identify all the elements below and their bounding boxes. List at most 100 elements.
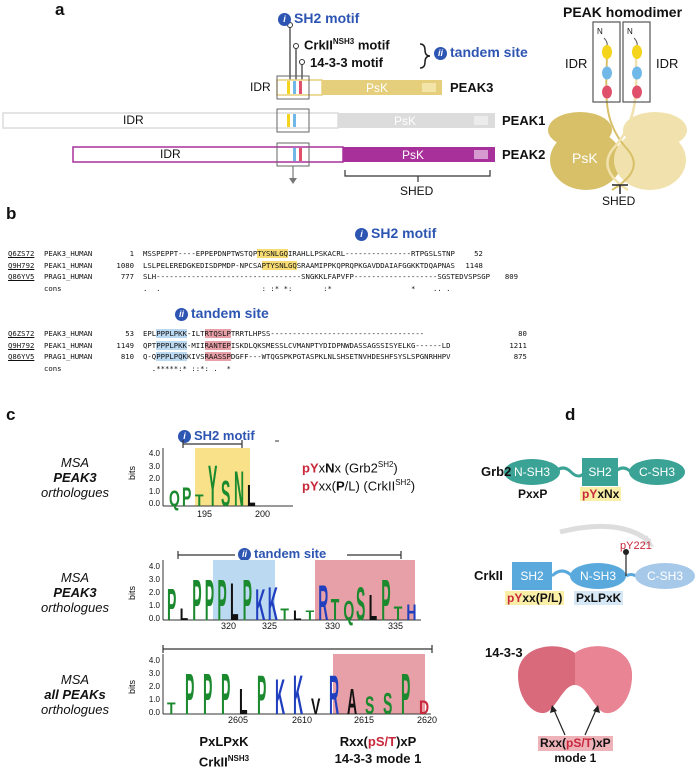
1433-motif-label: 14-3-3 motif	[310, 55, 383, 70]
homodimer-shed-label: SHED	[602, 194, 636, 208]
homodimer-psk-label: PsK	[572, 150, 598, 166]
logo3-xtick: 2610	[292, 715, 313, 725]
logo1-ylabel: bits	[127, 465, 137, 480]
info-icon: ii	[238, 548, 251, 561]
logo-letter: K	[268, 578, 278, 631]
crkii-nsh3-domain: N-SH3	[579, 569, 616, 583]
logo-letter: T	[280, 606, 289, 624]
logo-letter: Q	[343, 595, 354, 627]
logo2-ylabel: bits	[127, 585, 137, 600]
alignment-cons-row: cons. . : :* *: :* * .. .	[44, 283, 451, 293]
info-icon: i	[278, 13, 291, 26]
panel-label-d: d	[565, 405, 576, 424]
logo-letter: P	[381, 568, 390, 634]
logo3-bracket	[162, 645, 433, 653]
logo1-xtick: 195	[197, 509, 213, 519]
grb2-label: Grb2	[481, 464, 512, 479]
c-bottom-left: PxLPxK CrkIINSH3	[198, 734, 250, 770]
logo-letter: P	[203, 662, 212, 728]
panel-a-diagram	[2, 21, 687, 194]
c-bottom-right: Rxx(pS/T)xP 14-3-3 mode 1	[334, 734, 422, 766]
logo-letter: L	[369, 587, 378, 628]
alignment-cons-row: cons .*****:* ::*: . *	[44, 363, 231, 373]
logo-letter: S	[365, 693, 374, 720]
shed-label: SHED	[400, 184, 434, 198]
logo3-ylabel: bits	[127, 679, 137, 694]
logo1-row-label: MSA PEAK3 orthologues	[41, 455, 109, 500]
grb2-csh3-domain: C-SH3	[638, 465, 675, 479]
logo2-xtick: 335	[388, 621, 404, 631]
logo-letter: L	[247, 479, 256, 514]
logo-letter: P	[217, 568, 226, 634]
logo-letter: K	[293, 663, 303, 726]
logo-letter: S	[221, 473, 230, 514]
logo-letter: T	[306, 607, 315, 623]
logo-letter: V	[311, 694, 321, 719]
panel-label-b: b	[6, 204, 17, 223]
motif-crk-text: pYxx(P/L) (CrkIISH2)	[302, 478, 416, 494]
logo-letter: L	[230, 573, 239, 632]
panel-label-a: a	[55, 0, 65, 19]
logo-letter: T	[394, 603, 403, 625]
motif-grb2-text: pYxNx (Grb2SH2)	[302, 460, 398, 476]
logo-letter: R	[318, 575, 328, 631]
peak2-label: PEAK2	[502, 147, 546, 162]
grb2-sh2-domain: SH2	[588, 465, 612, 479]
crkii-motif-label: CrkIINSH3 motif	[304, 37, 390, 53]
peak3-psk-bar	[322, 80, 442, 95]
logo-letter: T	[167, 700, 176, 718]
logo-letter: K	[275, 669, 285, 725]
logo-letter: H	[406, 600, 416, 625]
panel-d-diagram	[504, 458, 695, 736]
logo3-row-label: MSA all PEAKs orthologues	[41, 672, 109, 717]
info-icon: i	[178, 430, 191, 443]
logo-letter: P	[167, 581, 176, 631]
logo-letter: P	[243, 568, 252, 634]
logo-letter: L	[293, 607, 302, 623]
logo3-xtick: 2620	[417, 715, 438, 725]
tandem-bracket	[177, 551, 402, 559]
logo2-xtick: 330	[325, 621, 341, 631]
logo-letter: S	[356, 578, 365, 631]
logo2-xtick: 325	[262, 621, 278, 631]
logo-letter: Q	[169, 486, 180, 511]
logo3-xtick: 2615	[354, 715, 375, 725]
logo-letter: N	[234, 461, 244, 517]
crkii-csh3-domain: C-SH3	[646, 569, 683, 583]
info-icon: ii	[175, 308, 188, 321]
logo-letter: P	[192, 568, 201, 634]
homodimer-idr-left: IDR	[565, 56, 588, 71]
homodimer-n-left: N	[597, 27, 603, 36]
peak2-idr-bar	[72, 146, 344, 163]
logo-letter: P	[401, 662, 410, 728]
logo-letter: P	[205, 568, 214, 634]
peak2-psk-bar	[343, 147, 495, 162]
peak3-idr-label: IDR	[250, 80, 271, 94]
logo-letter: P	[257, 663, 266, 726]
crkii-py221-label: pY221	[620, 540, 652, 552]
peak1-psk-label: PsK	[394, 114, 417, 128]
peak1-idr-label: IDR	[123, 113, 144, 127]
homodimer-n-right: N	[627, 27, 633, 36]
grb2-nsh3-domain: N-SH3	[513, 465, 550, 479]
peak3-label: PEAK3	[450, 80, 494, 95]
logo-letter: P	[221, 662, 230, 728]
grb2-pyxnx-label: pYxNx	[580, 487, 622, 501]
peak3-psk-label: PsK	[366, 81, 389, 95]
grb2-pxxp-label: PxxP	[518, 487, 548, 501]
homodimer-title: PEAK homodimer	[563, 4, 683, 20]
crkii-sh2-domain: SH2	[520, 569, 544, 583]
peak-homodimer-graphic	[548, 21, 687, 194]
